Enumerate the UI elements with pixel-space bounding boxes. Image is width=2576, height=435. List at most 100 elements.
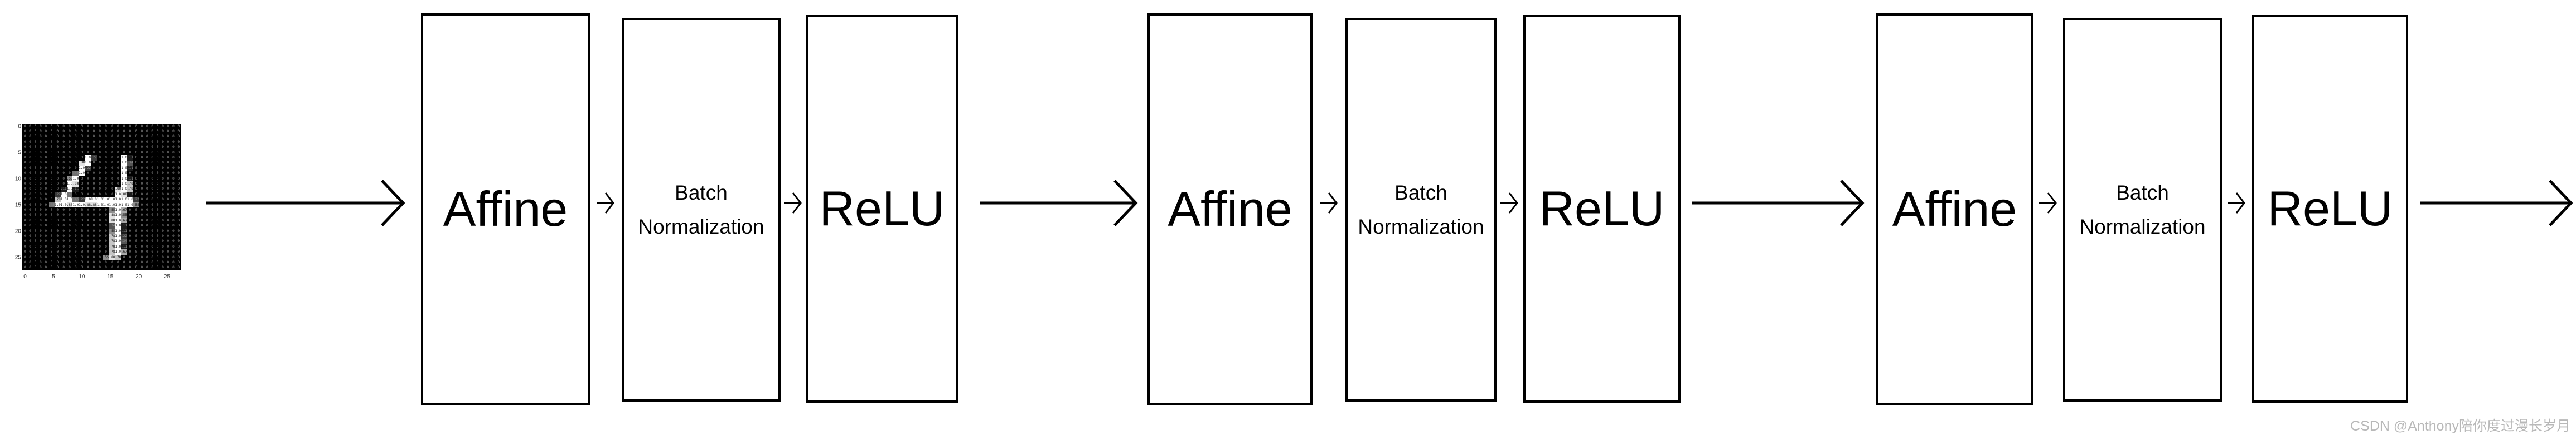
pixel-cell: 1.0: [115, 212, 122, 219]
pixel-cell: 0: [72, 160, 79, 166]
pixel-cell: 0: [32, 186, 38, 192]
pixel-cell: 0: [38, 134, 43, 140]
pixel-cell: 0: [66, 239, 73, 245]
pixel-cell: 0: [171, 249, 176, 255]
pixel-cell: 0: [43, 129, 49, 134]
pixel-cell: 0: [43, 244, 49, 250]
pixel-cell: .11: [127, 176, 133, 182]
inter-layer-arrow-2: [784, 192, 802, 214]
pixel-cell: 0: [171, 239, 176, 245]
pixel-cell: .67: [121, 249, 128, 255]
pixel-cell: 1.0: [127, 202, 133, 208]
pixel-cell: 0: [43, 181, 49, 187]
pixel-cell: 0: [49, 176, 55, 182]
inter-layer-arrow-6: [2228, 192, 2245, 214]
pixel-cell: 0: [139, 181, 145, 187]
pixel-cell: 0: [79, 223, 85, 229]
pixel-cell: 0: [165, 139, 171, 145]
pixel-cell: 0: [79, 212, 85, 219]
pixel-cell: .78: [109, 239, 115, 245]
pixel-cell: 0: [165, 212, 171, 219]
pixel-cell: 0: [72, 139, 79, 145]
pixel-cell: 0: [149, 244, 155, 250]
pixel-cell: 0: [60, 254, 67, 260]
pixel-cell: 1.0: [121, 197, 128, 202]
pixel-cell: 0: [43, 155, 49, 161]
pixel-cell: 0: [22, 149, 28, 156]
pixel-cell: 0: [90, 144, 97, 150]
pixel-cell: 0: [79, 260, 85, 265]
pixel-cell: 1.0: [85, 197, 91, 202]
pixel-cell: 0: [115, 144, 122, 150]
pixel-cell: 0: [165, 234, 171, 239]
pixel-cell: 0: [127, 212, 133, 219]
pixel-cell: 0: [27, 260, 33, 265]
pixel-cell: 0: [27, 192, 33, 197]
pixel-cell: 0: [32, 239, 38, 245]
pixel-cell: 0: [165, 124, 171, 129]
pixel-cell: 0: [165, 144, 171, 150]
pixel-cell: 0: [85, 212, 91, 219]
pixel-cell: 0: [43, 249, 49, 255]
pixel-cell: 0: [32, 207, 38, 213]
pixel-cell: 1.0: [90, 197, 97, 202]
pixel-cell: 0: [27, 218, 33, 224]
pixel-cell: 0: [133, 218, 139, 224]
pixel-cell: 0: [43, 207, 49, 213]
pixel-cell: 0: [171, 260, 176, 265]
pixel-cell: 0: [85, 228, 91, 234]
pixel-cell: 1.0: [121, 181, 128, 187]
pixel-cell: 0: [176, 223, 181, 229]
inter-layer-arrow-3: [1320, 192, 1338, 214]
pixel-cell: 0: [160, 218, 166, 224]
pixel-cell: 0: [72, 207, 79, 213]
pixel-cell: 0: [165, 155, 171, 161]
pixel-cell: 0: [85, 244, 91, 250]
pixel-cell: .88: [85, 202, 91, 208]
pixel-cell: 0: [27, 160, 33, 166]
pixel-cell: 0: [149, 124, 155, 129]
pixel-cell: 0: [109, 192, 115, 197]
pixel-cell: 0: [79, 254, 85, 260]
pixel-cell: 0: [176, 149, 181, 156]
pixel-cell: 0: [85, 265, 91, 270]
pixel-cell: 0: [27, 228, 33, 234]
pixel-cell: 0: [27, 155, 33, 161]
pixel-cell: 0: [149, 249, 155, 255]
pixel-cell: 0: [165, 186, 171, 192]
pixel-cell: 0: [176, 129, 181, 134]
pixel-cell: 0: [79, 265, 85, 270]
pixel-cell: 0: [154, 197, 161, 202]
pixel-cell: 0: [38, 124, 43, 129]
pixel-cell: 0: [171, 166, 176, 171]
pixel-cell: 0: [160, 155, 166, 161]
pixel-cell: 0: [27, 176, 33, 182]
pixel-cell: 0: [79, 176, 85, 182]
pixel-cell: 0: [160, 166, 166, 171]
pixel-cell: 0: [176, 166, 181, 171]
pixel-cell: 0: [176, 244, 181, 250]
pixel-cell: 0: [43, 144, 49, 150]
pixel-cell: 0: [60, 160, 67, 166]
pixel-cell: 0: [43, 171, 49, 176]
pixel-cell: 0: [49, 192, 55, 197]
pixel-cell: .55: [66, 176, 73, 182]
pixel-cell: 0: [133, 265, 139, 270]
pixel-cell: 0: [60, 249, 67, 255]
pixel-cell: 0: [96, 181, 103, 187]
pixel-cell: 0: [133, 166, 139, 171]
pixel-cell: 0: [171, 234, 176, 239]
pixel-cell: 0: [79, 244, 85, 250]
pixel-cell: 0: [72, 212, 79, 219]
pixel-cell: 0: [32, 139, 38, 145]
pixel-cell: 0: [85, 144, 91, 150]
pixel-cell: .78: [54, 197, 61, 202]
pixel-cell: 0: [139, 249, 145, 255]
pixel-cell: 0: [22, 207, 28, 213]
pixel-cell: 0: [66, 139, 73, 145]
pixel-cell: 0: [139, 234, 145, 239]
layer-box-relu-3: ReLU: [2252, 14, 2408, 403]
pixel-cell: 0: [49, 139, 55, 145]
pixel-cell: 0: [54, 239, 61, 245]
